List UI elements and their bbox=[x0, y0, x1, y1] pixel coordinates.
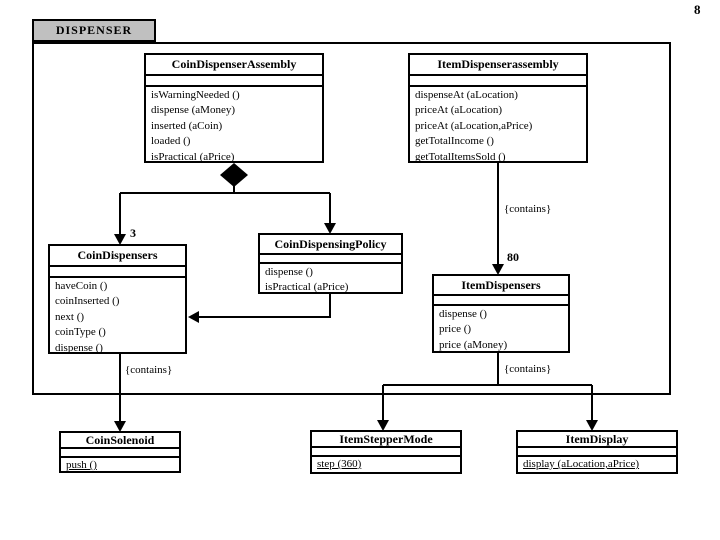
method: coinInserted () bbox=[55, 295, 120, 308]
method: loaded () bbox=[151, 135, 191, 148]
class-item-dispenser-assembly: ItemDispenserassembly dispenseAt (aLocat… bbox=[408, 53, 588, 163]
class-methods-compartment: isWarningNeeded () dispense (aMoney) ins… bbox=[146, 87, 322, 161]
class-title: ItemDispenserassembly bbox=[410, 55, 586, 76]
method: push () bbox=[66, 459, 97, 471]
class-attributes-compartment bbox=[312, 448, 460, 457]
class-title: ItemStepperMode bbox=[312, 432, 460, 448]
class-title: CoinDispensingPolicy bbox=[260, 235, 401, 255]
multiplicity-label-item-dispensers: 80 bbox=[507, 250, 519, 264]
class-coin-dispenser-assembly: CoinDispenserAssembly isWarningNeeded ()… bbox=[144, 53, 324, 163]
class-title: CoinDispenserAssembly bbox=[146, 55, 322, 76]
method: price (aMoney) bbox=[439, 338, 508, 351]
method: getTotalIncome () bbox=[415, 135, 494, 148]
page-number: 8 bbox=[694, 2, 701, 17]
class-title: ItemDispensers bbox=[434, 276, 568, 296]
class-title: CoinSolenoid bbox=[61, 433, 179, 449]
method: inserted (aCoin) bbox=[151, 119, 223, 132]
multiplicity-label-coin-dispensers: 3 bbox=[130, 226, 136, 240]
class-attributes-compartment bbox=[410, 76, 586, 87]
class-attributes-compartment bbox=[260, 255, 401, 264]
package-tab: DISPENSER bbox=[32, 19, 156, 42]
contains-label-coin-lower: {contains} bbox=[125, 364, 173, 376]
method: priceAt (aLocation) bbox=[415, 104, 503, 117]
method: haveCoin () bbox=[55, 280, 108, 292]
class-attributes-compartment bbox=[518, 448, 676, 457]
method: isPractical (aPrice) bbox=[151, 150, 235, 161]
contains-label-item-lower: {contains} bbox=[504, 363, 552, 375]
class-title: ItemDisplay bbox=[518, 432, 676, 448]
class-methods-compartment: dispenseAt (aLocation) priceAt (aLocatio… bbox=[410, 87, 586, 161]
class-item-display: ItemDisplay display (aLocation,aPrice) bbox=[516, 430, 678, 474]
class-attributes-compartment bbox=[61, 449, 179, 458]
method: display (aLocation,aPrice) bbox=[523, 458, 640, 470]
class-attributes-compartment bbox=[146, 76, 322, 87]
class-methods-compartment: step (360) bbox=[312, 457, 460, 472]
class-coin-solenoid: CoinSolenoid push () bbox=[59, 431, 181, 473]
method: step (360) bbox=[317, 458, 362, 470]
class-attributes-compartment bbox=[434, 296, 568, 306]
method: priceAt (aLocation,aPrice) bbox=[415, 119, 533, 132]
method: dispenseAt (aLocation) bbox=[415, 89, 518, 101]
class-attributes-compartment bbox=[50, 267, 185, 278]
class-methods-compartment: dispense () price () price (aMoney) bbox=[434, 306, 568, 351]
class-methods-compartment: push () bbox=[61, 458, 179, 471]
package-body bbox=[32, 42, 671, 395]
method: isWarningNeeded () bbox=[151, 89, 240, 101]
method: coinType () bbox=[55, 326, 106, 339]
method: dispense () bbox=[439, 308, 487, 320]
class-coin-dispensing-policy: CoinDispensingPolicy dispense () isPract… bbox=[258, 233, 403, 294]
package-name: DISPENSER bbox=[55, 23, 133, 37]
contains-label-item-upper: {contains} bbox=[504, 203, 552, 215]
method: price () bbox=[439, 323, 472, 336]
method: dispense (aMoney) bbox=[151, 104, 236, 117]
method: next () bbox=[55, 310, 85, 323]
class-methods-compartment: display (aLocation,aPrice) bbox=[518, 457, 676, 472]
method: isPractical (aPrice) bbox=[265, 281, 349, 292]
method: getTotalItemsSold () bbox=[415, 150, 506, 161]
class-methods-compartment: haveCoin () coinInserted () next () coin… bbox=[50, 278, 185, 352]
class-item-dispensers: ItemDispensers dispense () price () pric… bbox=[432, 274, 570, 353]
class-item-stepper-mode: ItemStepperMode step (360) bbox=[310, 430, 462, 474]
class-title: CoinDispensers bbox=[50, 246, 185, 267]
class-methods-compartment: dispense () isPractical (aPrice) bbox=[260, 264, 401, 292]
method: dispense () bbox=[265, 266, 313, 278]
method: dispense () bbox=[55, 341, 103, 352]
class-coin-dispensers: CoinDispensers haveCoin () coinInserted … bbox=[48, 244, 187, 354]
